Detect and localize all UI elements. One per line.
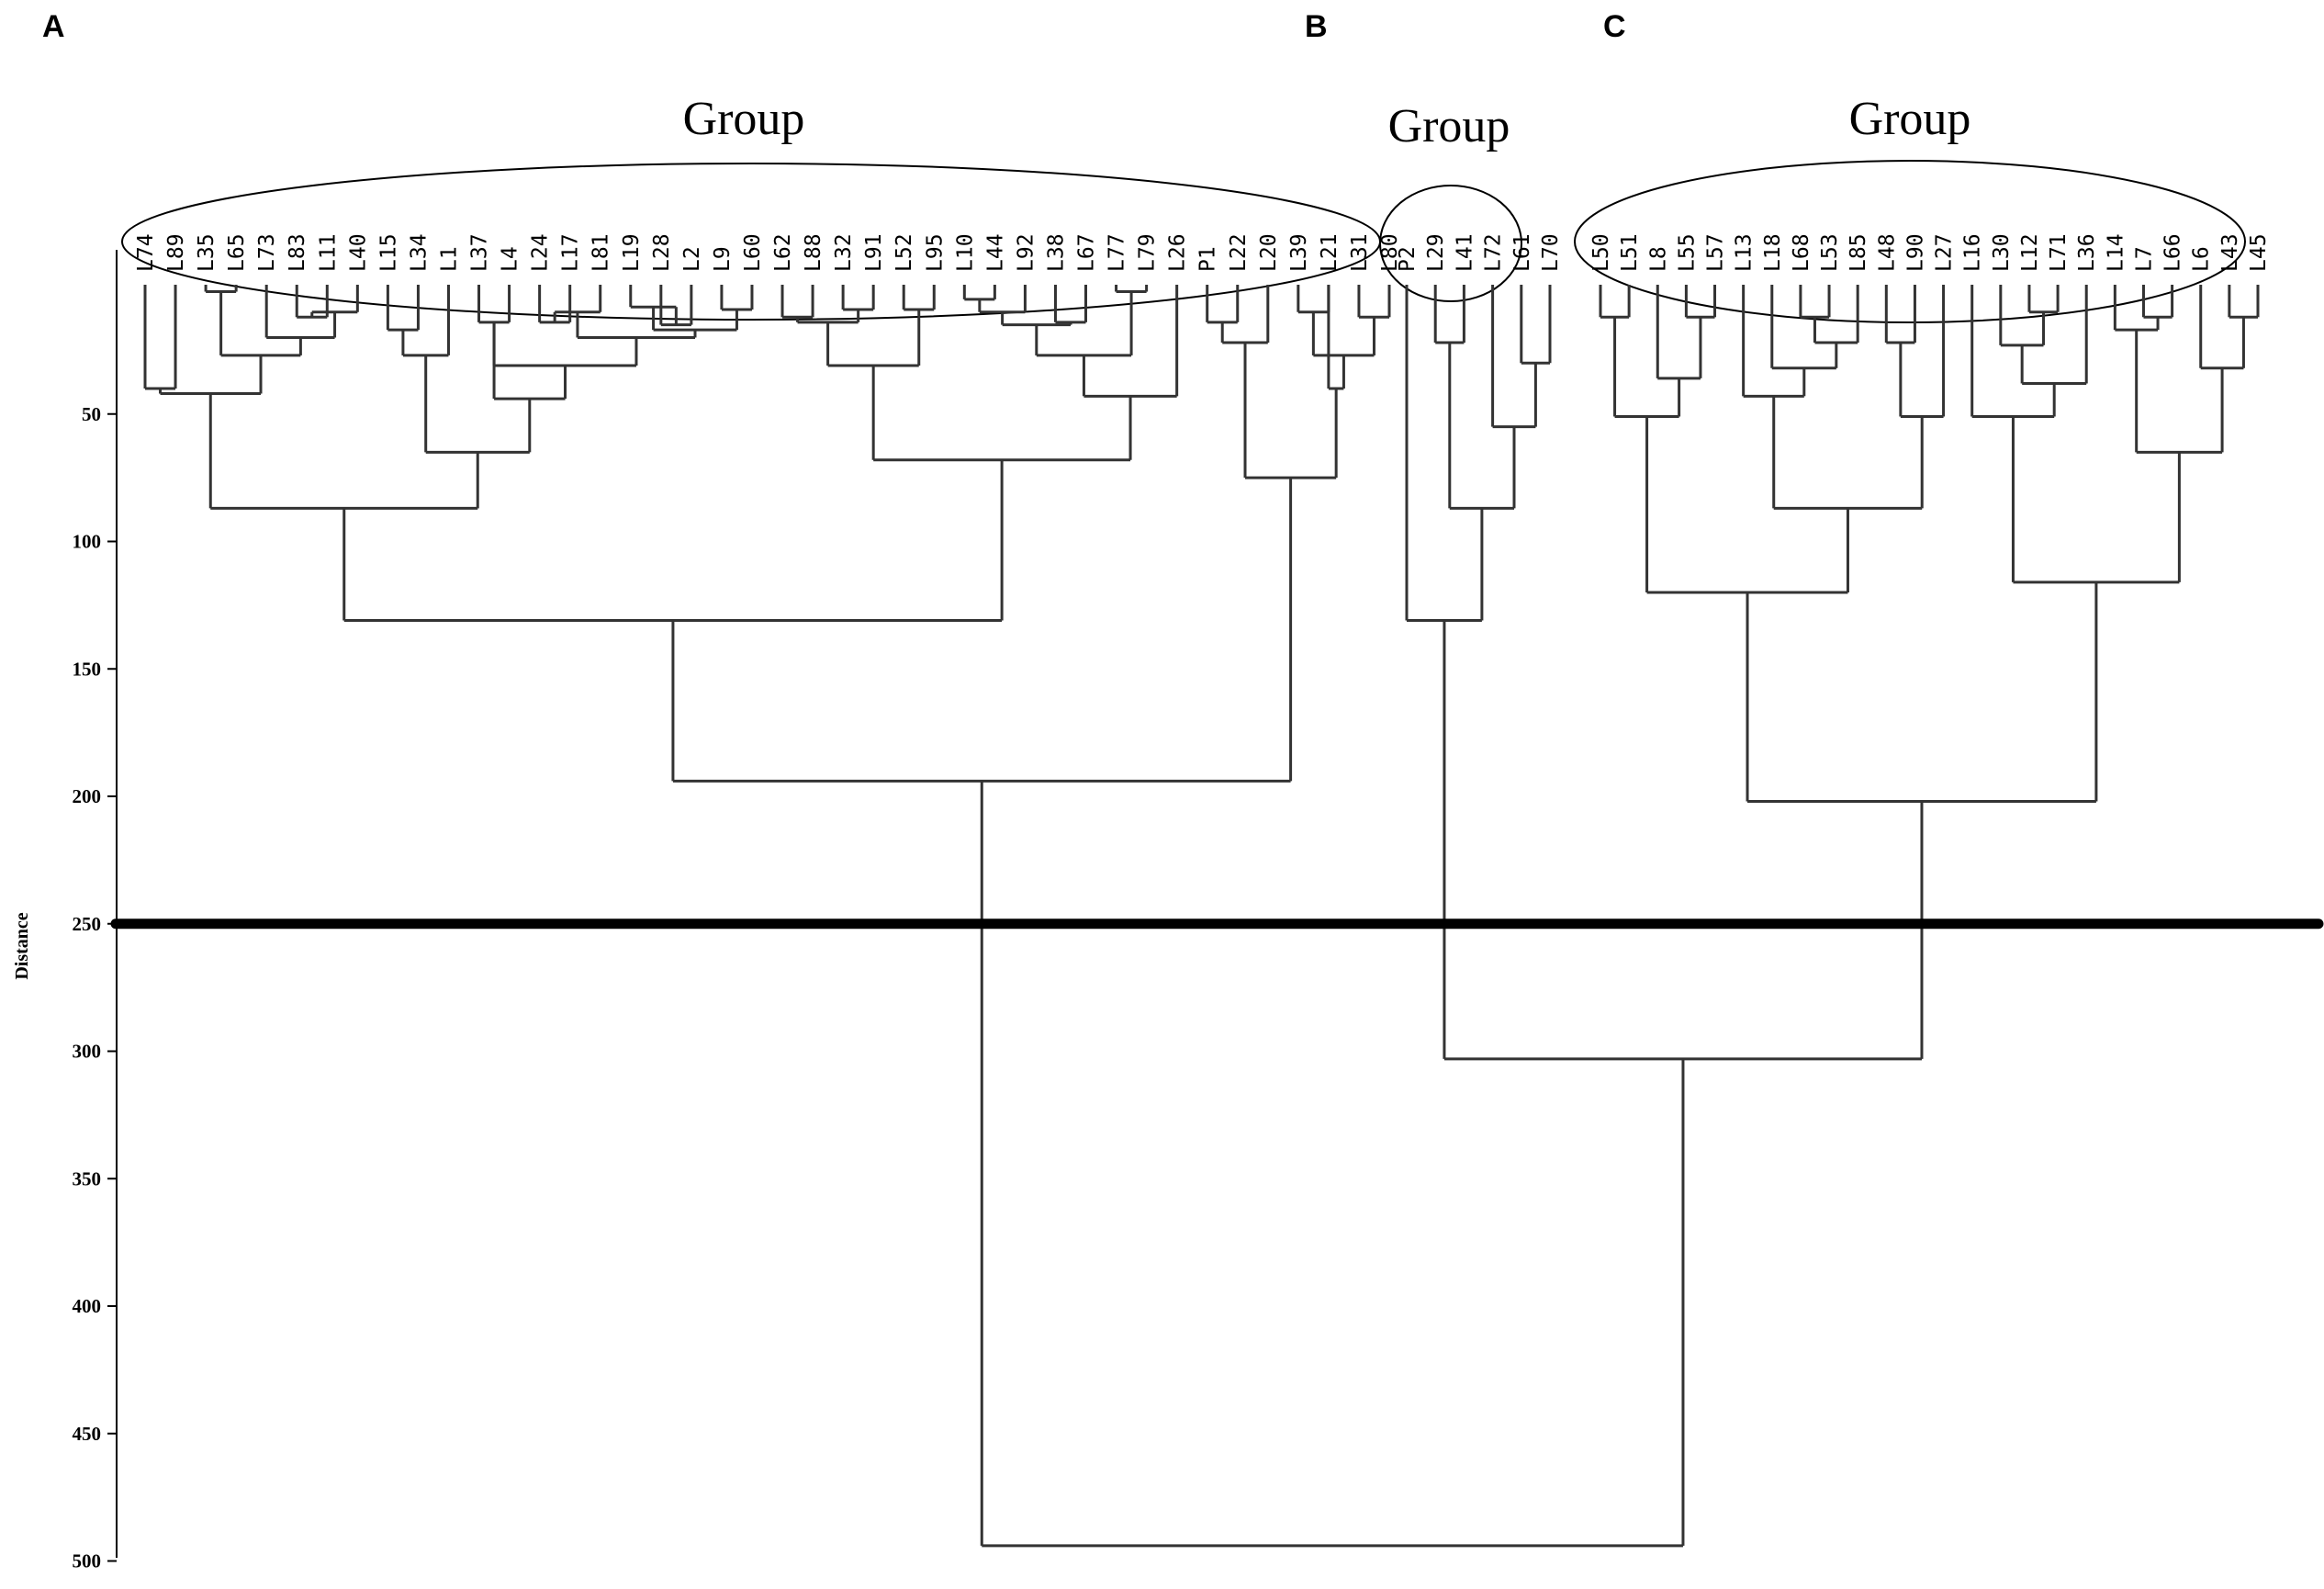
- leaf-label: L19: [620, 233, 644, 272]
- leaf-label: L92: [1014, 233, 1038, 272]
- leaf-label: L90: [1903, 233, 1927, 272]
- y-tick-label: 400: [73, 1295, 102, 1317]
- leaf-label: L62: [771, 233, 795, 272]
- leaf-label: L55: [1675, 233, 1699, 272]
- leaf-label: L74: [134, 233, 158, 272]
- leaf-label: L37: [468, 233, 492, 272]
- leaf-label: L22: [1227, 233, 1251, 272]
- leaf-label: L44: [983, 233, 1007, 272]
- leaf-label: L89: [164, 233, 188, 272]
- leaf-label: L70: [1539, 233, 1563, 272]
- leaf-label: L35: [195, 233, 219, 272]
- leaf-label: L65: [225, 233, 249, 272]
- y-tick-label: 100: [73, 531, 102, 553]
- group-ellipse-b: [1379, 185, 1522, 302]
- leaf-label: L83: [286, 233, 309, 272]
- leaf-label: L16: [1961, 233, 1985, 272]
- leaf-label: L29: [1424, 233, 1448, 272]
- leaf-label: L40: [346, 233, 370, 272]
- leaf-label: L95: [923, 233, 947, 272]
- leaf-label: L39: [1287, 233, 1311, 272]
- leaf-label: L26: [1166, 233, 1190, 272]
- leaf-label: L14: [2104, 233, 2128, 272]
- y-tick-label: 300: [73, 1041, 102, 1063]
- y-tick-label: 450: [73, 1423, 102, 1445]
- leaf-label: L34: [407, 233, 431, 272]
- leaf-label: L12: [2018, 233, 2042, 272]
- leaf-label: L85: [1847, 233, 1870, 272]
- leaf-label: L28: [650, 233, 674, 272]
- y-tick-label: 50: [82, 403, 101, 425]
- leaf-label: L51: [1618, 233, 1642, 272]
- leaf-label: L38: [1044, 233, 1068, 272]
- y-tick-label: 250: [73, 913, 102, 935]
- leaf-label: L8: [1646, 246, 1670, 272]
- leaf-label: L45: [2247, 233, 2271, 272]
- leaf-label: L11: [316, 233, 340, 272]
- group-ellipse-c: [1574, 160, 2246, 323]
- leaf-label: L2: [680, 246, 704, 272]
- leaf-label: L81: [589, 233, 613, 272]
- leaf-label: L68: [1790, 233, 1813, 272]
- leaf-label: L53: [1818, 233, 1842, 272]
- y-ticks: 50 100 150 200 250 300 350 400 450 500: [73, 403, 117, 1572]
- leaf-label: L18: [1761, 233, 1785, 272]
- leaf-label: L17: [559, 233, 583, 272]
- leaf-label: L15: [376, 233, 400, 272]
- leaf-label: L32: [832, 233, 856, 272]
- leaf-label: L48: [1875, 233, 1899, 272]
- leaf-label: L24: [529, 233, 553, 272]
- leaf-label: L71: [2047, 233, 2071, 272]
- leaf-label: L72: [1482, 233, 1506, 272]
- y-tick-label: 200: [73, 785, 102, 807]
- leaf-label: L21: [1318, 233, 1342, 272]
- panel-label-c: C: [1603, 9, 1626, 44]
- leaf-label: L30: [1990, 233, 2014, 272]
- leaf-label: L88: [802, 233, 825, 272]
- leaf-label: L9: [711, 246, 735, 272]
- y-tick-label: 500: [73, 1550, 102, 1572]
- leaf-label: L20: [1257, 233, 1281, 272]
- group-title-c: Group: [1849, 93, 1971, 145]
- panel-label-b: B: [1305, 9, 1328, 44]
- leaf-label: L91: [862, 233, 886, 272]
- leaf-label: L41: [1453, 233, 1476, 272]
- group-title-b: Group: [1388, 100, 1510, 152]
- leaf-label: L31: [1348, 233, 1372, 272]
- leaf-label: L80: [1378, 233, 1402, 272]
- leaf-label: L67: [1075, 233, 1099, 272]
- leaf-label: P2: [1396, 246, 1420, 272]
- y-tick-label: 350: [73, 1167, 102, 1189]
- leaf-label: L50: [1589, 233, 1613, 272]
- leaf-label: L1: [437, 246, 461, 272]
- leaf-label: L27: [1933, 233, 1957, 272]
- leaf-label: L6: [2190, 246, 2214, 272]
- leaf-label: L4: [499, 246, 522, 272]
- leaf-label: L43: [2218, 233, 2242, 272]
- leaf-label: P1: [1196, 246, 1220, 272]
- leaf-label: L36: [2075, 233, 2099, 272]
- dendrogram-tree: [143, 285, 2260, 1548]
- leaf-label: L77: [1106, 233, 1129, 272]
- leaf-label: L7: [2132, 246, 2156, 272]
- leaf-label: L57: [1704, 233, 1728, 272]
- leaf-label: L52: [893, 233, 916, 272]
- leaf-label: L73: [255, 233, 279, 272]
- y-axis-label: Distance: [12, 912, 32, 979]
- group-title-a: Group: [683, 93, 805, 145]
- leaf-label: L79: [1136, 233, 1160, 272]
- y-tick-label: 150: [73, 658, 102, 680]
- leaf-label: L60: [741, 233, 765, 272]
- leaf-label: L13: [1733, 233, 1757, 272]
- leaf-label: L10: [953, 233, 977, 272]
- leaf-label: L61: [1510, 233, 1534, 272]
- panel-label-a: A: [42, 9, 65, 44]
- leaf-label: L66: [2161, 233, 2185, 272]
